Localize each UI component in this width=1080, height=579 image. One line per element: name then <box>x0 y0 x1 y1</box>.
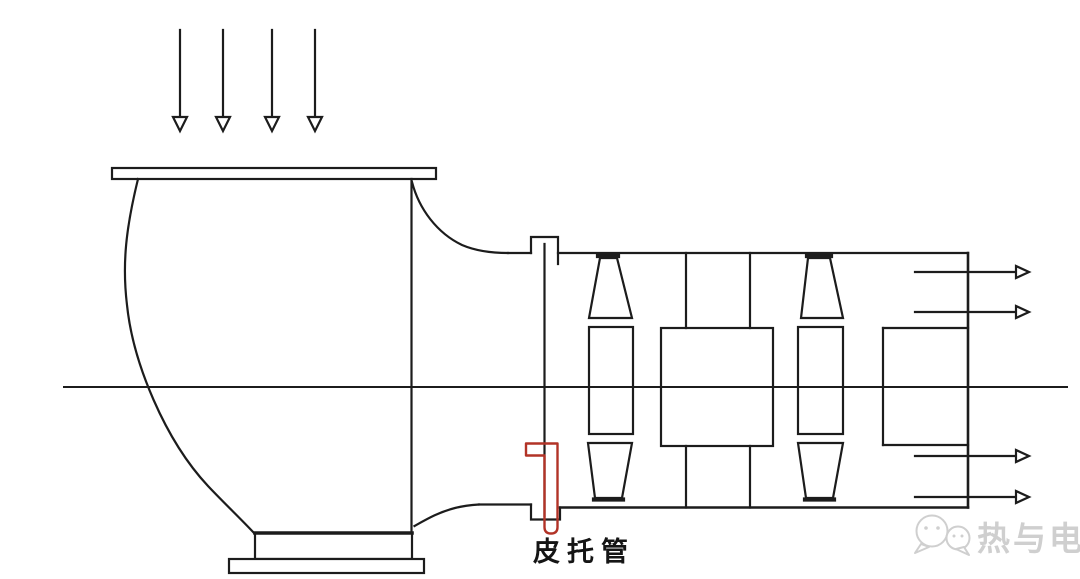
blade-root-block <box>587 325 635 436</box>
right-arrow-icon <box>913 489 1032 505</box>
upper-blade <box>799 256 845 320</box>
bell-bottom-transition-curve <box>413 503 481 528</box>
duct-casing <box>477 235 970 521</box>
inlet-bottom-flange <box>227 557 426 575</box>
chat-bubbles-icon <box>914 514 971 556</box>
right-arrow-icon <box>913 304 1032 320</box>
pitot-tube-label: 皮托管 <box>533 537 635 568</box>
blade-stage-2 <box>796 253 845 502</box>
pitot-mount-boss <box>529 235 560 266</box>
inlet-flow-arrows <box>171 28 324 134</box>
down-arrow-icon <box>171 28 189 134</box>
hub-block <box>659 326 775 448</box>
lower-blade <box>586 441 634 500</box>
hub-assembly <box>659 251 775 509</box>
right-arrow-icon <box>913 448 1032 464</box>
bell-left-curve <box>123 177 256 535</box>
diagram-linework <box>63 28 1068 575</box>
blade-stage-1 <box>586 253 635 502</box>
right-arrow-icon <box>913 264 1032 280</box>
lower-blade <box>796 441 845 500</box>
inlet-top-flange <box>110 166 438 181</box>
watermark: 热与电 <box>914 514 1080 558</box>
down-arrow-icon <box>306 28 324 134</box>
blade-root-block <box>796 325 845 436</box>
bell-base-block <box>253 531 414 561</box>
tail-fairing <box>881 326 970 447</box>
outlet-flow-arrows <box>913 264 1032 505</box>
bell-top-transition-curve <box>410 180 510 255</box>
upper-blade <box>587 256 634 320</box>
down-arrow-icon <box>214 28 232 134</box>
pitot-tube-highlight <box>524 442 559 535</box>
down-arrow-icon <box>263 28 281 134</box>
watermark-text: 热与电 <box>977 519 1080 558</box>
inlet-bell-housing <box>110 166 510 575</box>
